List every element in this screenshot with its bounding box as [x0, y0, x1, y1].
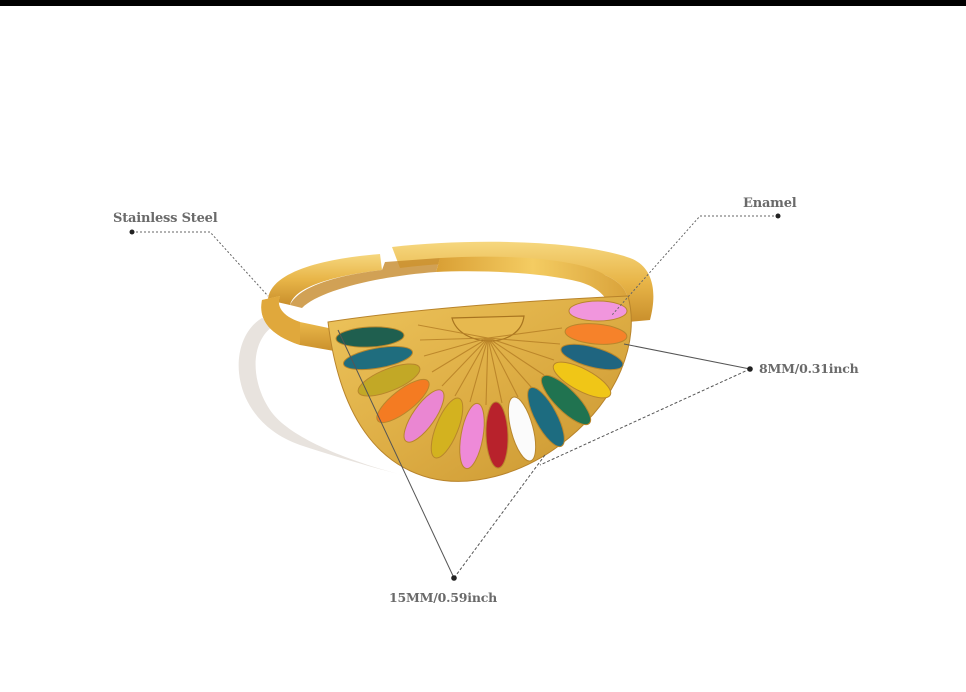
enamel-petal [560, 343, 624, 371]
enamel-petal [376, 378, 430, 424]
enamel-petal [527, 386, 565, 448]
height-dot [747, 366, 753, 372]
dimension-lines [337, 329, 751, 579]
enamel-petal [430, 397, 464, 459]
enamel-petal [568, 300, 628, 322]
enamel-petal [357, 363, 421, 397]
label-face-height: 8MM/0.31inch [759, 361, 859, 376]
enamel-petal [403, 389, 445, 443]
callout-dots [129, 213, 781, 581]
label-enamel: Enamel [743, 196, 797, 211]
top-black-bar [0, 0, 966, 6]
ring-face [327, 295, 632, 482]
enamel-petal [485, 401, 509, 469]
steel-dot [129, 229, 135, 235]
enamel-petal [335, 326, 405, 348]
enamel-petal [564, 323, 628, 345]
ring-shadow [238, 318, 430, 482]
label-face-width: 15MM/0.59inch [389, 590, 498, 605]
enamel-petal [342, 345, 414, 371]
callout-lines [132, 215, 778, 316]
width-dot [451, 575, 457, 581]
enamel-dot [775, 213, 781, 219]
enamel-petal [540, 374, 592, 426]
enamel-petals [335, 300, 628, 470]
enamel-petal [552, 361, 612, 399]
ring-band [261, 241, 654, 352]
enamel-petal [459, 402, 485, 470]
enamel-petal [507, 396, 537, 462]
label-stainless-steel: Stainless Steel [113, 211, 218, 226]
